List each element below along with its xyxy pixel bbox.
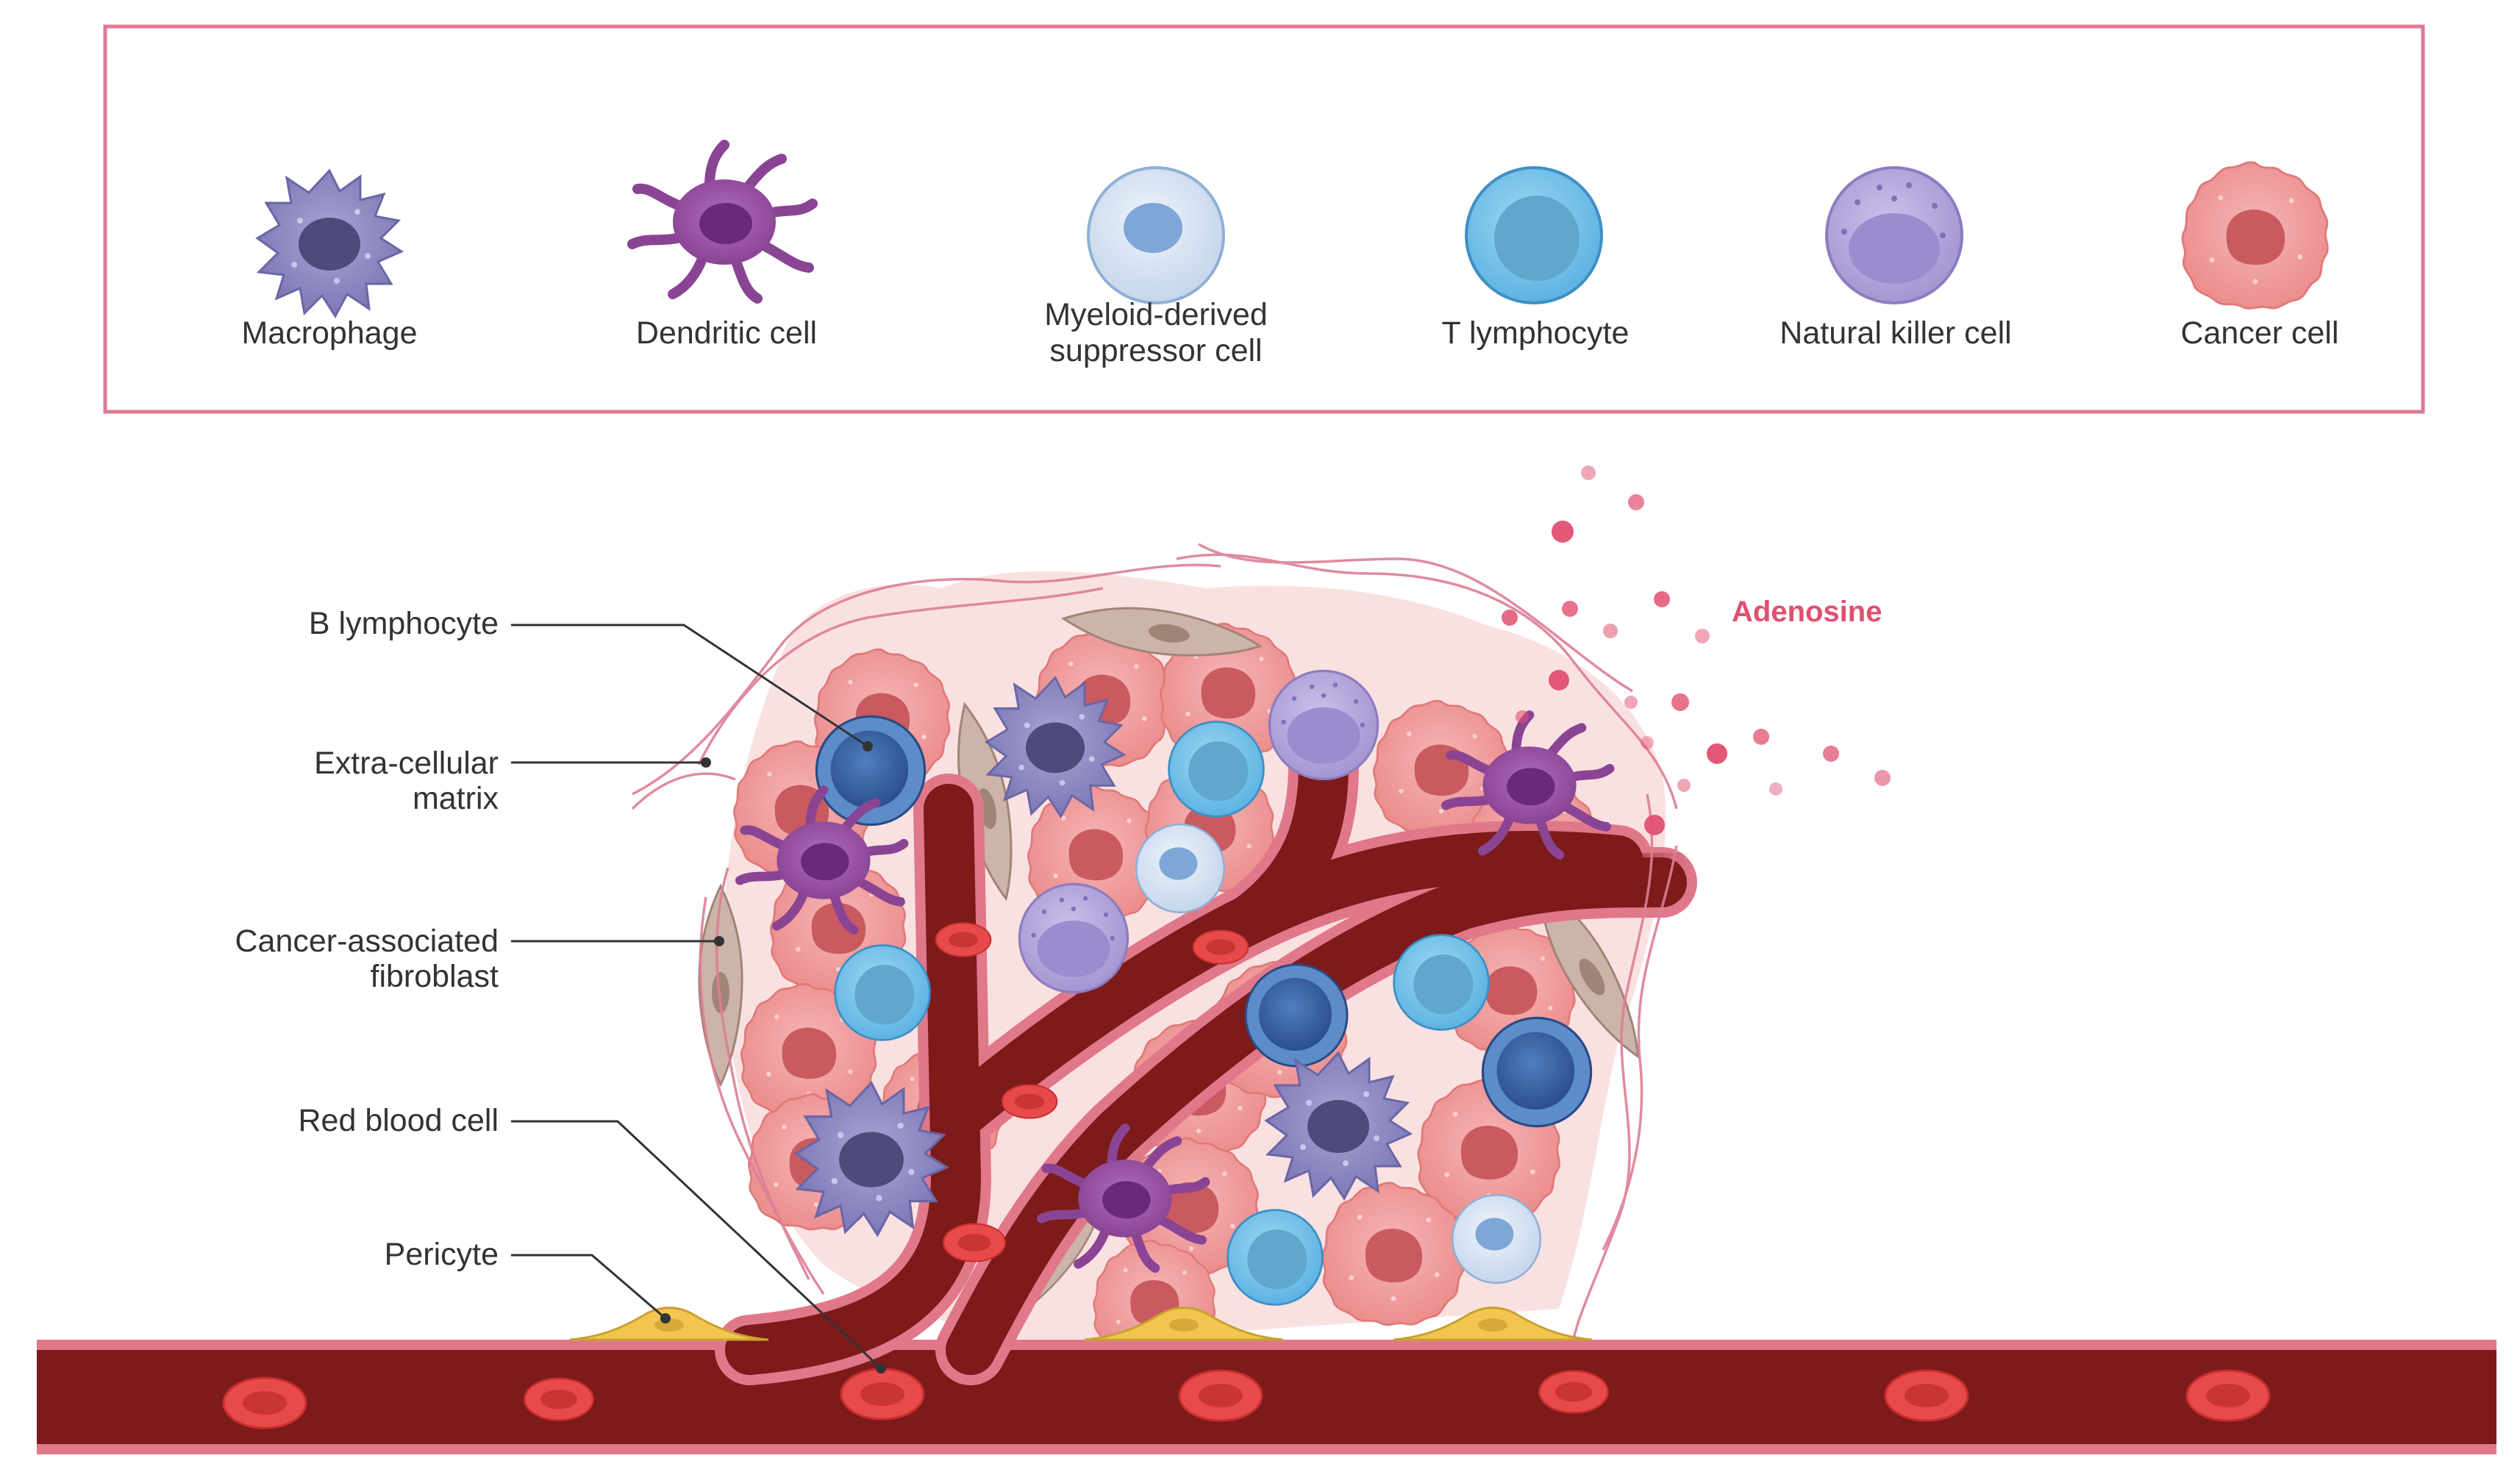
callout-label-ecm-line2: matrix xyxy=(413,781,499,816)
red-blood-cell xyxy=(524,1377,594,1421)
legend-label-cancer-cell: Cancer cell xyxy=(2180,315,2338,351)
red-blood-cell xyxy=(840,1368,925,1421)
red-blood-cell xyxy=(222,1376,307,1429)
t-lymphocyte xyxy=(1227,1209,1324,1306)
myeloid-derived-suppressor-cell xyxy=(1451,1193,1542,1285)
natural-killer-cell xyxy=(1018,882,1129,994)
macrophage-icon xyxy=(256,169,403,318)
legend-t-lymphocyte: T lymphocyte xyxy=(1442,166,1630,351)
legend-label-dendritic-cell: Dendritic cell xyxy=(636,315,817,351)
legend-label-macrophage: Macrophage xyxy=(241,315,417,351)
myeloid-derived-suppressor-cell-icon xyxy=(1087,166,1225,304)
red-blood-cell xyxy=(942,1223,1007,1262)
t-lymphocyte xyxy=(1393,934,1490,1031)
legend-label-t-lymphocyte: T lymphocyte xyxy=(1442,315,1630,351)
natural-killer-cell-icon xyxy=(1825,166,1963,304)
b-lymphocyte xyxy=(1244,963,1349,1068)
b-lymphocyte xyxy=(1481,1016,1593,1128)
callout-line-red-blood-cell xyxy=(511,1120,882,1370)
red-blood-cell xyxy=(935,922,992,957)
callout-label-caf-line1: Cancer-associated xyxy=(235,924,499,959)
red-blood-cell xyxy=(1538,1370,1609,1414)
callout-label-caf-line2: fibroblast xyxy=(371,959,499,994)
adenosine-particles xyxy=(1502,465,1891,835)
callout-label-red-blood-cell: Red blood cell xyxy=(298,1103,499,1138)
legend-natural-killer-cell: Natural killer cell xyxy=(1780,166,2012,351)
adenosine-label: Adenosine xyxy=(1732,596,1882,628)
dendritic-cell-icon xyxy=(632,145,813,299)
callout-label-ecm-line1: Extra-cellular xyxy=(314,746,499,781)
legend-macrophage: Macrophage xyxy=(241,169,418,351)
extracellular-matrix xyxy=(631,543,1678,1339)
cancer-cell-icon xyxy=(2181,161,2329,310)
red-blood-cell xyxy=(1001,1084,1058,1119)
myeloid-derived-suppressor-cell xyxy=(1135,823,1226,914)
legend-cancer-cell: Cancer cell xyxy=(2180,161,2339,351)
legend-frame xyxy=(103,24,2425,414)
red-blood-cell xyxy=(2185,1369,2271,1422)
t-lymphocyte xyxy=(834,944,931,1041)
legend-dendritic-cell: Dendritic cell xyxy=(632,145,817,351)
legend-label-mdsc-line1: Myeloid-derived xyxy=(1044,297,1268,332)
red-blood-cell xyxy=(1192,929,1249,965)
t-lymphocyte xyxy=(1168,721,1265,818)
callout-label-b-lymphocyte: B lymphocyte xyxy=(309,606,499,641)
callout-line-pericyte xyxy=(511,1254,666,1320)
legend-myeloid-derived-suppressor-cell: Myeloid-derived suppressor cell xyxy=(1044,166,1268,368)
callout-label-pericyte: Pericyte xyxy=(385,1237,499,1272)
legend-label-mdsc-line2: suppressor cell xyxy=(1049,333,1262,368)
legend-label-natural-killer-cell: Natural killer cell xyxy=(1780,315,2011,351)
callout-line-b-lymphocyte xyxy=(511,624,868,748)
red-blood-cell xyxy=(1884,1369,1969,1422)
t-lymphocyte-icon xyxy=(1465,166,1603,304)
red-blood-cell xyxy=(1178,1369,1263,1422)
natural-killer-cell xyxy=(1268,669,1379,781)
callouts xyxy=(511,624,882,1370)
